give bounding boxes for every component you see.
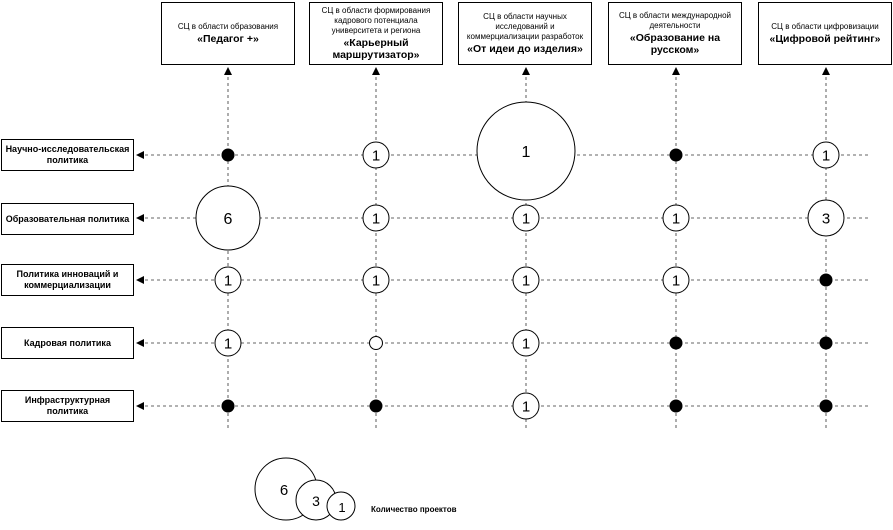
cell-count-circle — [214, 266, 242, 294]
cell-count-circle — [512, 266, 540, 294]
column-header-digital: СЦ в области цифровизации «Цифровой рейт… — [758, 2, 892, 65]
cell-dot — [221, 148, 235, 162]
row-label-innovation: Политика инноваций и коммерциализации — [1, 264, 134, 296]
row-label-text: Политика инноваций и коммерциализации — [16, 269, 119, 290]
cell-count-label: 6 — [224, 211, 233, 228]
cell-dot — [819, 399, 833, 413]
cell-count-circle — [476, 101, 576, 201]
cell-count-circle — [195, 185, 261, 251]
column-header-career: СЦ в области формирования кадрового поте… — [309, 2, 443, 65]
cell-count-circle — [662, 204, 690, 232]
cell-count-circle — [362, 204, 390, 232]
cell-count-circle — [362, 141, 390, 169]
legend-value-medium: 3 — [312, 493, 320, 509]
cell-count-label: 1 — [224, 335, 232, 352]
column-header-title: «Педагог +» — [197, 33, 259, 45]
column-header-sub: СЦ в области международной деятельности — [618, 11, 731, 30]
cell-dot — [669, 148, 683, 162]
cell-count-label: 1 — [672, 210, 680, 227]
legend-value-small: 1 — [338, 500, 345, 515]
row-label-text: Кадровая политика — [24, 337, 111, 348]
column-header-sub: СЦ в области научных исследований и комм… — [466, 12, 584, 41]
cell-dot — [819, 273, 833, 287]
cell-empty-circle — [369, 336, 383, 350]
row-label-text: Научно-исследовательская политика — [5, 144, 130, 165]
column-header-title: «Образование на русском» — [629, 32, 721, 56]
cell-dot — [669, 399, 683, 413]
legend-value-large: 6 — [280, 482, 288, 499]
legend-circle-small — [326, 491, 356, 521]
cell-dot — [221, 399, 235, 413]
cell-count-label: 1 — [372, 147, 380, 164]
cell-count-label: 1 — [372, 210, 380, 227]
cell-count-label: 1 — [224, 272, 232, 289]
column-header-russian: СЦ в области международной деятельности … — [608, 2, 742, 65]
cell-count-circle — [512, 392, 540, 420]
cell-count-circle — [662, 266, 690, 294]
cell-count-circle — [807, 199, 845, 237]
column-header-title: «Цифровой рейтинг» — [769, 33, 881, 45]
column-header-idea: СЦ в области научных исследований и комм… — [458, 2, 592, 65]
cell-count-label: 1 — [522, 272, 530, 289]
column-header-sub: СЦ в области образования — [177, 22, 279, 31]
cell-count-label: 1 — [672, 272, 680, 289]
cell-count-label: 1 — [522, 398, 530, 415]
column-header-sub: СЦ в области цифровизации — [771, 22, 879, 31]
cell-count-circle — [362, 266, 390, 294]
legend: 6 3 1 — [254, 457, 356, 521]
cell-count-circle — [214, 329, 242, 357]
cell-count-circle — [512, 204, 540, 232]
column-header-title: «Карьерный маршрутизатор» — [332, 37, 420, 61]
row-label-text: Инфраструктурная политика — [24, 395, 111, 416]
cell-count-label: 1 — [522, 335, 530, 352]
column-header-title: «От идеи до изделия» — [467, 43, 583, 55]
row-label-personnel: Кадровая политика — [1, 327, 134, 359]
row-label-infrastructure: Инфраструктурная политика — [1, 390, 134, 422]
cell-count-label: 3 — [822, 210, 830, 227]
cell-dot — [669, 336, 683, 350]
cell-count-label: 1 — [822, 147, 830, 164]
cell-count-label: 1 — [522, 210, 530, 227]
legend-label: Количество проектов — [371, 505, 457, 514]
row-label-text: Образовательная политика — [5, 213, 130, 224]
cell-count-label: 1 — [522, 144, 531, 161]
cell-count-label: 1 — [372, 272, 380, 289]
row-label-education: Образовательная политика — [1, 203, 134, 235]
cell-count-circle — [512, 329, 540, 357]
cell-dot — [819, 336, 833, 350]
column-header-sub: СЦ в области формирования кадрового поте… — [321, 6, 431, 35]
cell-dot — [369, 399, 383, 413]
row-label-research: Научно-исследовательская политика — [1, 139, 134, 171]
cell-count-circle — [812, 141, 840, 169]
column-header-pedagog: СЦ в области образования «Педагог +» — [161, 2, 295, 65]
